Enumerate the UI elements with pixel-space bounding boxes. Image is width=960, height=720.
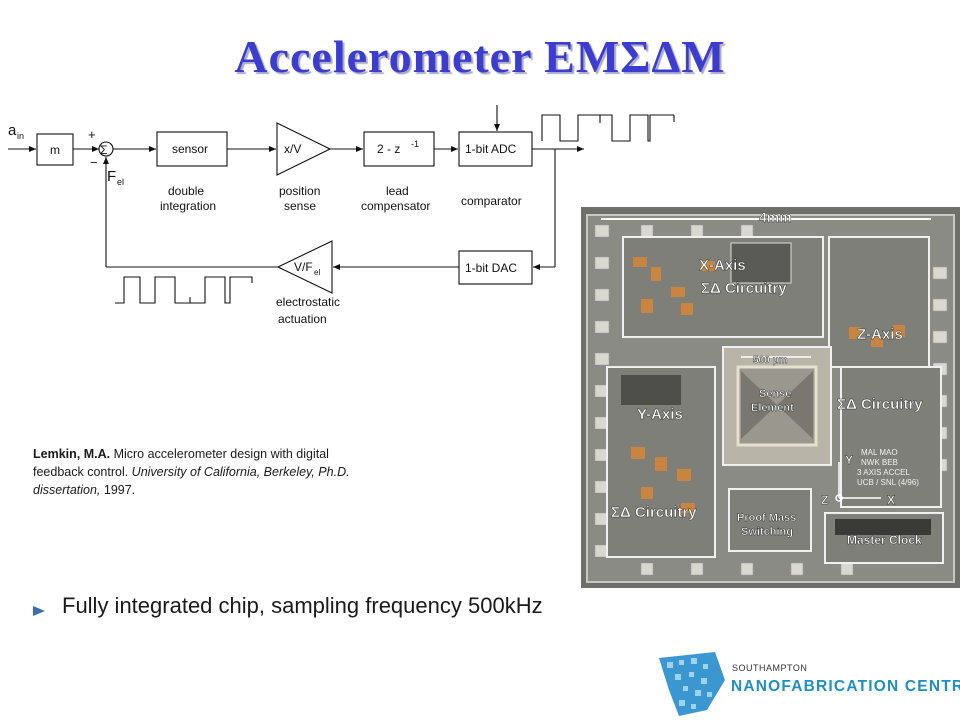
xv-label: x/V [284,142,301,156]
z-axis-circuitry-label: ΣΔ Circuitry [837,396,923,413]
logo-nanofabrication-centre: NANOFABRICATION CENTRE [731,678,960,695]
dac-label: 1-bit DAC [465,261,517,275]
caption-integration: integration [160,199,216,213]
sense-scale-label: 500 μm [753,355,788,366]
chip-micrograph: 4mm X-Axis ΣΔ Circuitry Z-Axis ΣΔ Circui… [581,207,960,588]
slide-title: Accelerometer EMΣΔM [234,31,726,82]
caption-lead: lead [386,184,409,198]
x-axis-label: X-Axis [699,257,746,274]
proof-mass-switching-block [728,488,812,552]
axis-y-label: Y [845,453,853,467]
citation-author: Lemkin, M.A. [33,447,111,461]
z-axis-block [828,236,930,368]
chip-scale-label: 4mm [759,209,792,225]
caption-electrostatic: electrostatic [276,295,340,309]
dac-block [458,250,533,285]
input-label: a [8,122,17,139]
sum-symbol: Σ [100,143,107,157]
switching-label: Switching [741,526,793,538]
caption-compensator: compensator [361,199,430,213]
feedback-bitstream-waveform [115,276,253,304]
citation-year: 1997. [100,482,136,497]
y-axis-circuitry-label: ΣΔ Circuitry [611,504,697,521]
chip-id-line3: 3 AXIS ACCEL [857,468,910,477]
block-diagram: a in m Σ + − F el sensor x/V 2 - z -1 1-… [8,105,675,326]
caption-sense: sense [284,199,316,213]
adc-block [458,131,533,167]
output-bitstream-waveform [541,114,675,142]
axis-x-label: X [887,493,895,507]
minus-sign: − [90,155,98,170]
caption-double: double [168,184,204,198]
caption-position: position [279,184,320,198]
chip-id-line4: UCB / SNL (4/96) [857,478,919,487]
master-clock-label: Master Clock [847,533,922,547]
sensor-label: sensor [172,142,208,156]
lead-label: 2 - z [377,142,400,156]
lead-superscript: -1 [411,139,419,149]
proof-mass-label: Proof Mass [737,512,796,524]
logo-southampton: SOUTHAMPTON [732,663,808,673]
chip-id-line2: NWK BEB [861,458,898,467]
axis-z-label: Z [821,493,828,507]
sense-label: Sense [759,388,791,400]
y-axis-label: Y-Axis [637,406,683,423]
chip-id-line1: MAL MAO [861,448,898,457]
position-sense-amp [276,122,332,176]
citation: Lemkin, M.A. Micro accelerometer design … [33,446,383,499]
vf-subscript: el [314,268,320,277]
feedback-force-label: F [107,168,116,185]
caption-comparator: comparator [461,194,522,208]
bullet-text: Fully integrated chip, sampling frequenc… [62,593,543,618]
lead-compensator-block [363,131,435,167]
x-axis-circuitry-label: ΣΔ Circuitry [701,280,787,297]
electrostatic-actuator [276,240,333,294]
plus-sign: + [88,127,96,142]
mass-label: m [50,143,60,157]
axis-indicator [835,462,881,502]
bullet-arrow-icon [33,606,45,616]
vf-label: V/F [294,260,313,274]
citation-publisher: University of California, Berkeley, Ph.D… [33,464,350,497]
x-axis-circuitry [633,257,715,315]
z-axis-label: Z-Axis [857,326,903,343]
feedback-force-subscript: el [117,177,124,187]
caption-actuation: actuation [278,312,327,326]
z-circuitry-block [840,366,942,508]
element-label: Element [751,402,794,414]
citation-title: Micro accelerometer design with digital … [33,447,329,479]
input-subscript: in [17,131,24,141]
adc-label: 1-bit ADC [465,142,517,156]
nanofabrication-logo-icon [659,652,725,716]
